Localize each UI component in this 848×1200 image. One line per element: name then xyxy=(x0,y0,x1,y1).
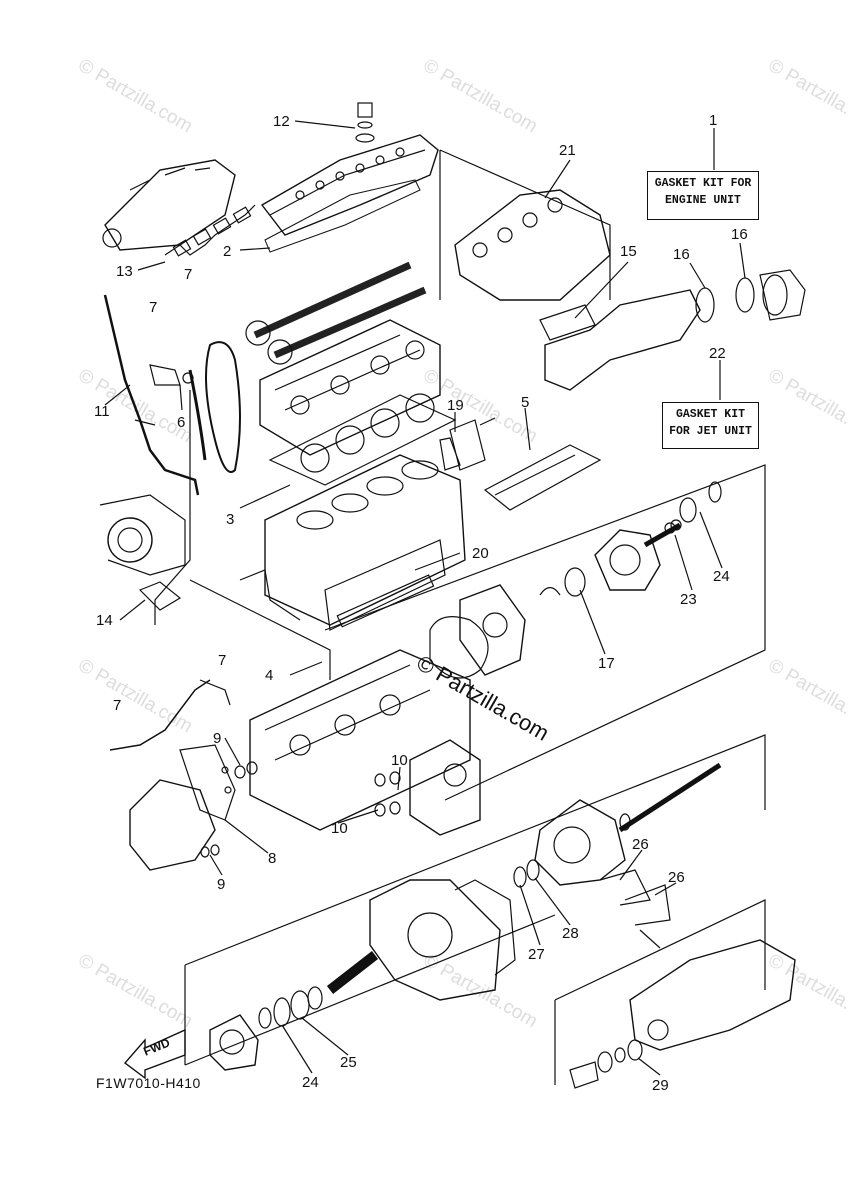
diagram-code: F1W7010-H410 xyxy=(96,1075,201,1091)
box-line: ENGINE UNIT xyxy=(665,194,741,207)
callout-7: 7 xyxy=(218,652,227,669)
callout-20: 20 xyxy=(472,545,489,562)
callout-26: 26 xyxy=(632,836,649,853)
callout-9: 9 xyxy=(213,730,222,747)
callout-22: 22 xyxy=(709,345,726,362)
gasket-kit-jet-box: GASKET KIT FOR JET UNIT xyxy=(662,402,759,449)
callout-9: 9 xyxy=(217,876,226,893)
callout-26: 26 xyxy=(668,869,685,886)
callout-17: 17 xyxy=(598,655,615,672)
callout-6: 6 xyxy=(177,414,186,431)
callout-27: 27 xyxy=(528,946,545,963)
callout-11: 11 xyxy=(94,403,110,420)
callout-25: 25 xyxy=(340,1054,357,1071)
callout-2: 2 xyxy=(223,243,232,260)
callout-12: 12 xyxy=(273,113,290,130)
callout-24: 24 xyxy=(713,568,730,585)
callout-28: 28 xyxy=(562,925,579,942)
box-line: FOR JET UNIT xyxy=(669,425,752,438)
callout-16: 16 xyxy=(731,226,748,243)
box-line: GASKET KIT xyxy=(675,408,745,421)
callout-15: 15 xyxy=(620,243,637,260)
callout-4: 4 xyxy=(265,667,274,684)
callout-29: 29 xyxy=(652,1077,669,1094)
callout-10: 10 xyxy=(391,752,408,769)
callout-21: 21 xyxy=(559,142,576,159)
box-line: GASKET KIT FOR xyxy=(654,177,752,190)
callout-5: 5 xyxy=(521,394,530,411)
callout-14: 14 xyxy=(96,612,113,629)
callout-16: 16 xyxy=(673,246,690,263)
gasket-kit-engine-box: GASKET KIT FOR ENGINE UNIT xyxy=(647,171,759,220)
callout-13: 13 xyxy=(116,263,133,280)
callout-1: 1 xyxy=(709,112,718,129)
callout-8: 8 xyxy=(268,850,277,867)
callout-23: 23 xyxy=(680,591,697,608)
callout-19: 19 xyxy=(447,397,464,414)
callout-3: 3 xyxy=(226,511,235,528)
callout-7: 7 xyxy=(149,299,158,316)
callout-7: 7 xyxy=(184,266,193,283)
callout-10: 10 xyxy=(331,820,348,837)
callout-24: 24 xyxy=(302,1074,319,1091)
callout-7-lower: 7 xyxy=(113,697,122,714)
